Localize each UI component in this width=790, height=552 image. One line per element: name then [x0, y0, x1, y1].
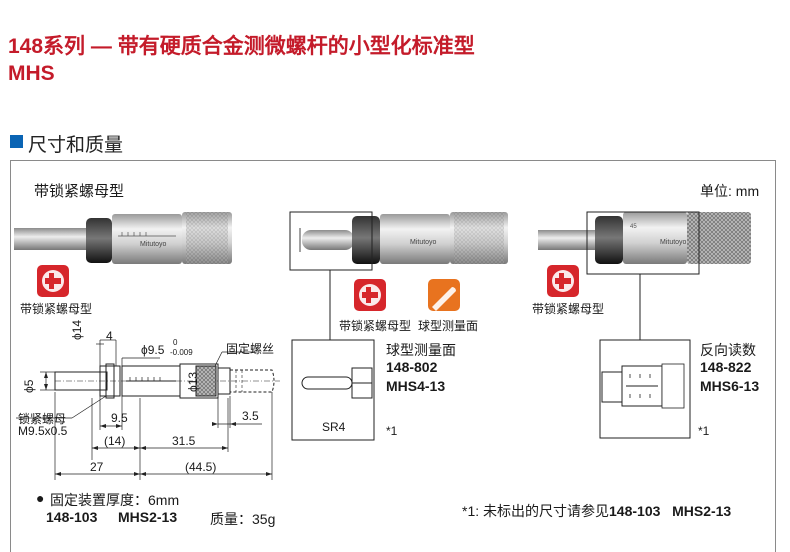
svg-text:45: 45: [630, 224, 637, 230]
svg-text:Mitutoyo: Mitutoyo: [140, 241, 167, 248]
badge-label-left: 带锁紧螺母型: [20, 302, 93, 316]
footer-note-model: MHS2-13: [672, 503, 732, 519]
detail-callout-box-right: [586, 211, 700, 275]
dimension-arrows: [44, 372, 272, 476]
badge-label-right: 带锁紧螺母型: [532, 302, 605, 316]
dim-tol-lower: -0.009: [170, 348, 193, 357]
dim-d14: ϕ14: [70, 319, 84, 340]
dim-lock-nut: 锁紧螺母: [18, 412, 67, 426]
dim-four: 4: [106, 329, 113, 343]
middle-variant-name: 球型测量面: [386, 342, 456, 358]
section-marker: [10, 135, 23, 148]
footer-mass: 质量：35g: [210, 511, 276, 527]
middle-variant-model: MHS4-13: [386, 378, 446, 394]
footer-note: *1: 未标出的尺寸请参见148-103 MHS2-13: [462, 501, 731, 521]
lock-nut-badge-icon: [354, 279, 386, 311]
middle-variant-radius: SR4: [322, 420, 346, 434]
footer-note-code: 148-103: [609, 503, 661, 519]
section-title: 尺寸和质量: [28, 135, 124, 156]
right-variant-model: MHS6-13: [700, 378, 760, 394]
micrometer-head-photo-right: Mitutoyo 45: [538, 212, 751, 264]
dim-d5: ϕ5: [22, 379, 36, 393]
right-variant-name: 反向读数: [700, 342, 756, 358]
svg-text:Mitutoyo: Mitutoyo: [410, 239, 437, 246]
middle-variant-code: 148-802: [386, 359, 438, 375]
badge-label-ball-face: 球型测量面: [418, 319, 479, 333]
ball-face-badge-icon: [428, 279, 460, 311]
dim-twenty-seven: 27: [90, 460, 104, 474]
dim-tol-upper: 0: [173, 338, 178, 347]
middle-variant-note: *1: [386, 424, 398, 438]
dim-d13: ϕ13: [186, 371, 200, 392]
footer-code: 148-103: [46, 509, 98, 525]
footer-note-prefix: *1: 未标出的尺寸请参见: [462, 503, 610, 519]
dimension-panel: [10, 160, 776, 552]
right-variant-code: 148-822: [700, 359, 752, 375]
lock-nut-badge-icon: [547, 265, 579, 297]
dim-fixed-thread: 固定螺丝: [226, 342, 275, 356]
micrometer-head-photo-middle: Mitutoyo: [299, 212, 508, 264]
dim-lock-nut-thread: M9.5x0.5: [18, 424, 68, 438]
type-label: 带锁紧螺母型: [34, 183, 125, 200]
dim-thirty-one-five: 31.5: [172, 434, 196, 448]
unit-label: 单位: mm: [700, 183, 760, 199]
dim-d9-5: ϕ9.5: [141, 343, 165, 357]
detail-callout-box-middle: [289, 211, 373, 271]
dim-forty-four-five: (44.5): [185, 460, 217, 474]
page-title: 148系列 — 带有硬质合金测微螺杆的小型化标准型: [8, 35, 475, 58]
page-subtitle: MHS: [8, 62, 55, 85]
badge-label-lock-nut: 带锁紧螺母型: [339, 319, 412, 333]
dim-three-five: 3.5: [242, 409, 259, 423]
right-variant-note: *1: [698, 424, 710, 438]
dim-nine-five: 9.5: [111, 411, 128, 425]
micrometer-head-photo-left: Mitutoyo: [14, 212, 232, 264]
footer-model: MHS2-13: [118, 509, 178, 525]
footer-bullet: ●: [36, 490, 45, 506]
dim-fourteen: (14): [104, 434, 126, 448]
lock-nut-badge-icon: [37, 265, 69, 297]
footer-mount-thickness: 固定装置厚度：6mm: [50, 492, 180, 508]
dimension-drawing: [16, 339, 280, 480]
svg-text:Mitutoyo: Mitutoyo: [660, 239, 687, 246]
